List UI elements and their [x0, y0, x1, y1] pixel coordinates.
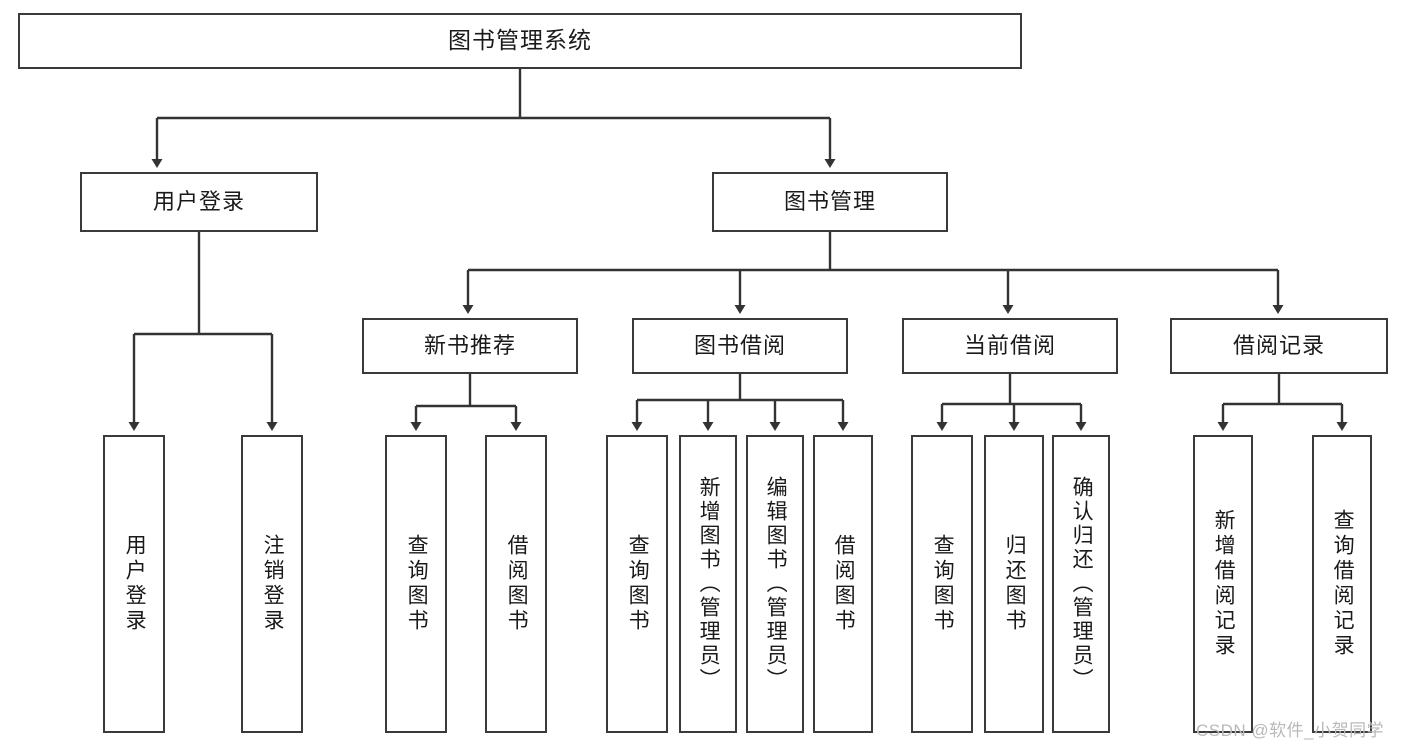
leaf-logout[interactable]: 注销登录: [241, 435, 303, 733]
leaf-label: 编辑图书（管理员）: [764, 476, 788, 692]
node-book-management[interactable]: 图书管理: [712, 172, 948, 232]
leaf-query-book-3[interactable]: 查询图书: [911, 435, 973, 733]
leaf-return-book[interactable]: 归还图书: [984, 435, 1044, 733]
node-borrowing-record[interactable]: 借阅记录: [1170, 318, 1388, 374]
leaf-add-book-admin[interactable]: 新增图书（管理员）: [679, 435, 737, 733]
node-user-login[interactable]: 用户登录: [80, 172, 318, 232]
leaf-borrow-book-1[interactable]: 借阅图书: [485, 435, 547, 733]
leaf-query-book-1[interactable]: 查询图书: [385, 435, 447, 733]
leaf-label: 查询图书: [626, 534, 650, 634]
leaf-query-book-2[interactable]: 查询图书: [606, 435, 668, 733]
leaf-query-record[interactable]: 查询借阅记录: [1312, 435, 1372, 733]
leaf-user-login[interactable]: 用户登录: [103, 435, 165, 733]
leaf-label: 注销登录: [261, 534, 285, 634]
leaf-label: 查询借阅记录: [1331, 509, 1355, 659]
leaf-confirm-return[interactable]: 确认归还（管理员）: [1052, 435, 1110, 733]
node-current-borrowing[interactable]: 当前借阅: [902, 318, 1118, 374]
leaf-label: 新增借阅记录: [1212, 509, 1236, 659]
leaf-label: 查询图书: [931, 534, 955, 634]
leaf-borrow-book-2[interactable]: 借阅图书: [813, 435, 873, 733]
watermark-text: CSDN @软件_小贺同学: [1196, 721, 1385, 740]
leaf-add-record[interactable]: 新增借阅记录: [1193, 435, 1253, 733]
leaf-label: 用户登录: [123, 534, 147, 634]
leaf-edit-book-admin[interactable]: 编辑图书（管理员）: [746, 435, 804, 733]
leaf-label: 归还图书: [1003, 534, 1027, 634]
leaf-label: 新增图书（管理员）: [697, 476, 721, 692]
node-book-management-system[interactable]: 图书管理系统: [18, 13, 1022, 69]
leaf-label: 确认归还（管理员）: [1070, 476, 1094, 692]
leaf-label: 借阅图书: [832, 534, 856, 634]
leaf-label: 查询图书: [405, 534, 429, 634]
node-book-borrowing[interactable]: 图书借阅: [632, 318, 848, 374]
node-new-book-recommendation[interactable]: 新书推荐: [362, 318, 578, 374]
leaf-label: 借阅图书: [505, 534, 529, 634]
